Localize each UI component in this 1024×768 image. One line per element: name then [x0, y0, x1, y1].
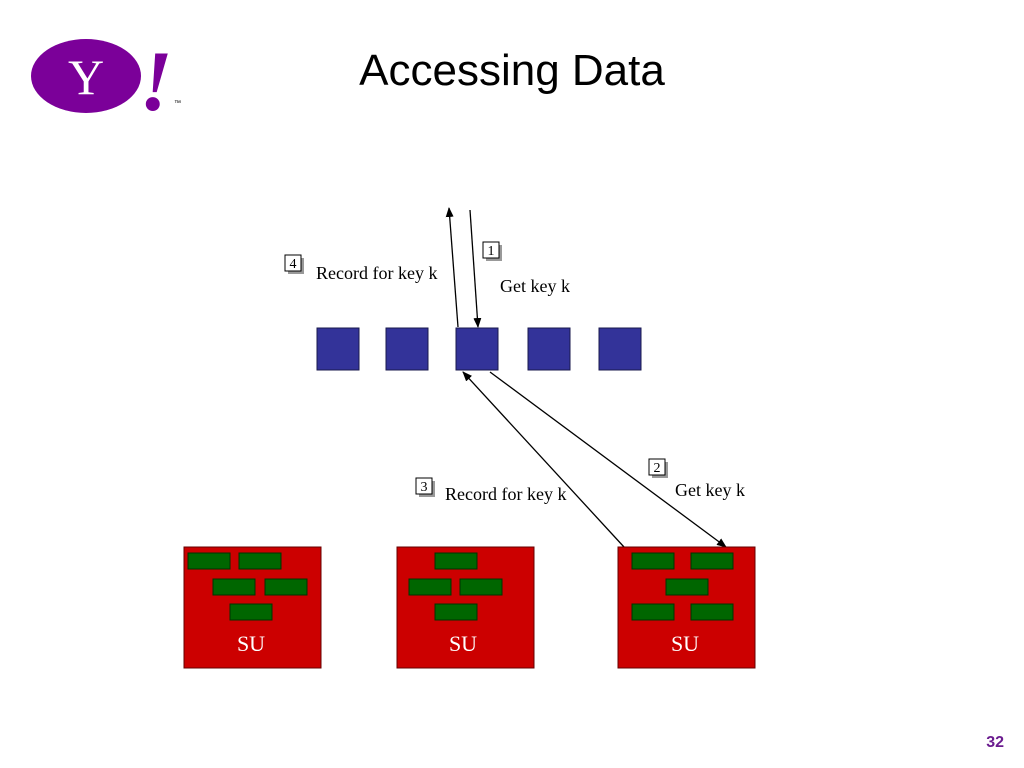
storage-unit-label: SU — [237, 631, 265, 656]
storage-unit: SU — [183, 546, 322, 669]
slide-title: Accessing Data — [359, 46, 665, 95]
step4-label: Record for key k — [316, 263, 437, 283]
storage-unit-label: SU — [671, 631, 699, 656]
logo-letter: Y — [68, 49, 104, 105]
arrow-step4-record — [445, 207, 459, 328]
router-box-active — [455, 327, 499, 371]
tablet — [264, 578, 308, 596]
step3-marker: 3 — [415, 477, 435, 497]
step1-label: Get key k — [500, 276, 570, 296]
step2-label: Get key k — [675, 480, 745, 500]
tablet — [229, 603, 273, 621]
logo-exclaim: ! — [139, 33, 172, 123]
arrow-step1-get — [469, 209, 482, 328]
router-box — [316, 327, 360, 371]
step1-marker: 1 — [482, 241, 502, 261]
page-number: 32 — [986, 734, 1004, 751]
step2-number: 2 — [654, 461, 661, 476]
step4-marker: 4 — [284, 254, 304, 274]
tablet — [690, 603, 734, 621]
router-box — [385, 327, 429, 371]
tablet — [434, 552, 478, 570]
storage-unit: SU — [396, 546, 535, 669]
tablet — [238, 552, 282, 570]
tablet — [631, 552, 675, 570]
router-box — [527, 327, 571, 371]
step1-number: 1 — [488, 244, 495, 259]
tablet — [212, 578, 256, 596]
tablet — [187, 552, 231, 570]
router-box — [598, 327, 642, 371]
yahoo-logo: Y ! ™ — [31, 33, 181, 123]
tablet — [459, 578, 503, 596]
tablet — [690, 552, 734, 570]
step3-number: 3 — [421, 480, 428, 495]
step4-number: 4 — [290, 257, 297, 272]
tablet — [631, 603, 675, 621]
logo-tm: ™ — [174, 100, 181, 107]
tablet — [665, 578, 709, 596]
arrow-step2-get — [489, 371, 727, 548]
tablet — [434, 603, 478, 621]
tablet — [408, 578, 452, 596]
router-row — [316, 327, 642, 371]
storage-unit: SU — [617, 546, 756, 669]
step2-marker: 2 — [648, 458, 668, 478]
arrow-step3-record — [462, 371, 625, 548]
storage-unit-label: SU — [449, 631, 477, 656]
step3-label: Record for key k — [445, 484, 566, 504]
